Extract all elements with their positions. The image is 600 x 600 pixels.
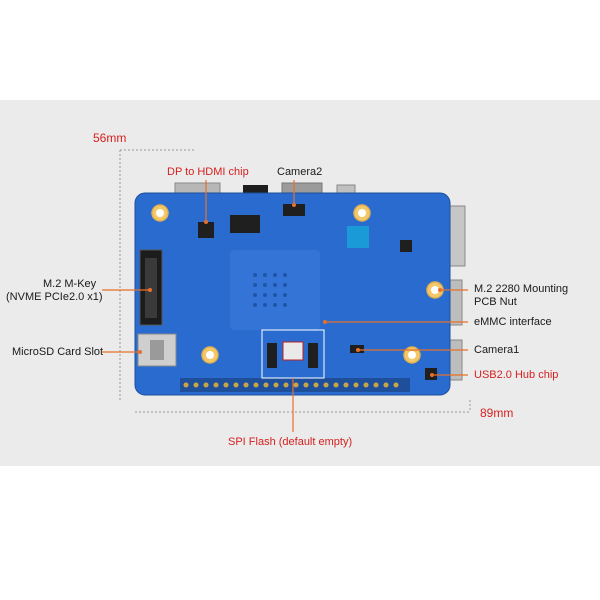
gpio-pins <box>183 382 399 388</box>
soc-dots <box>253 273 287 307</box>
width-dimension-label: 89mm <box>480 406 514 420</box>
pcb-texture <box>230 250 320 330</box>
callout-microsd-slot: MicroSD Card Slot <box>12 346 104 358</box>
spi-flash-pad <box>282 341 304 361</box>
dimension-guides <box>119 149 471 413</box>
callout-m2-nut-line2: PCB Nut <box>474 296 517 308</box>
callout-spi-flash: SPI Flash (default empty) <box>228 436 353 448</box>
callout-emmc-interface: eMMC interface <box>474 316 552 328</box>
leader-lines <box>102 180 468 432</box>
leader-dots <box>138 203 442 377</box>
callout-camera2: Camera2 <box>277 166 323 178</box>
callout-usb-hub-chip: USB2.0 Hub chip <box>474 369 559 381</box>
callout-m2-nut-line1: M.2 2280 Mounting <box>474 283 569 295</box>
chips <box>198 204 437 380</box>
callout-camera1: Camera1 <box>474 344 520 356</box>
height-dimension-label: 56mm <box>93 131 127 145</box>
callout-dp-hdmi-chip: DP to HDMI chip <box>167 166 249 178</box>
callout-m2-mkey-line1: M.2 M-Key <box>43 278 97 290</box>
mounting-holes <box>151 204 444 364</box>
callout-m2-mkey-line2: (NVME PCIe2.0 x1) <box>6 291 103 303</box>
microsd-slot <box>137 333 177 367</box>
